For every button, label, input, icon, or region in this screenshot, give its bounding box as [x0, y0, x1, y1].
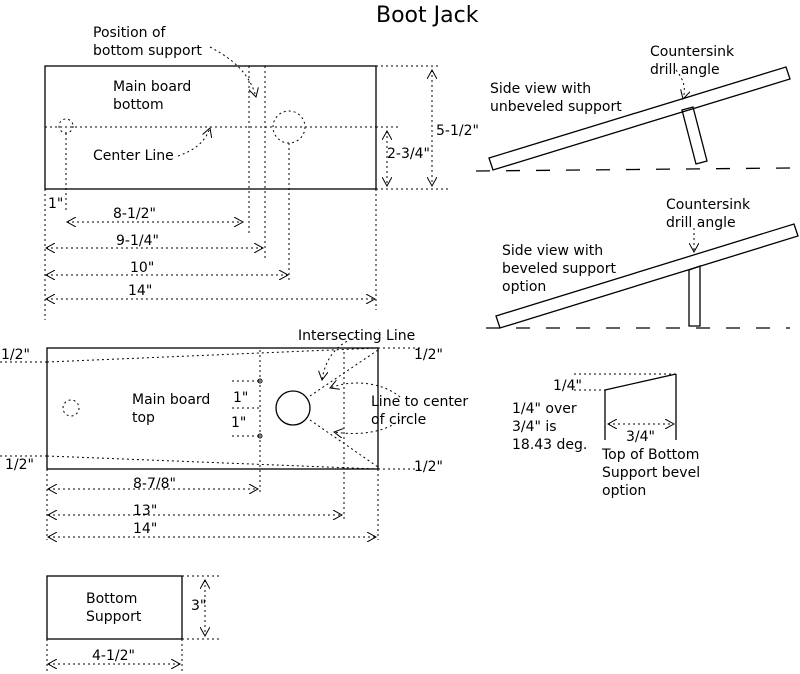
- drawing-title: Boot Jack: [376, 3, 479, 28]
- intersecting-line-label: Intersecting Line: [298, 328, 415, 344]
- line-to-center-label-2: of circle: [371, 412, 426, 428]
- heel-hole-bottom: [272, 110, 306, 144]
- half-inch-bottom-right: 1/2": [414, 459, 443, 475]
- beveled-countersink-1: Countersink: [666, 197, 751, 213]
- bevel-caption-3: option: [602, 483, 646, 499]
- beveled-label-1: Side view with: [502, 243, 603, 259]
- dim-center-2-3-4: 2-3/4": [387, 146, 430, 162]
- board-top-label-2: top: [132, 410, 155, 426]
- bevel-caption-2: Support bevel: [602, 465, 700, 481]
- beveled-support: [688, 265, 701, 327]
- bottom-support-label-1: Bottom: [86, 591, 137, 607]
- dim-1-inch-upper: 1": [233, 390, 248, 406]
- unbeveled-support: [681, 106, 708, 165]
- dim-13: 13": [133, 503, 157, 519]
- main-board-top-view: Intersecting Line Main board top Line to…: [0, 328, 468, 540]
- board-bottom-label-1: Main board: [113, 79, 191, 95]
- dim-14-bottom: 14": [128, 283, 152, 299]
- board-bottom-label-2: bottom: [113, 97, 164, 113]
- position-label-1: Position of: [93, 25, 167, 41]
- heel-hole-top: [275, 390, 311, 426]
- center-line-label: Center Line: [93, 148, 174, 164]
- unbeveled-floor-line: [475, 167, 791, 172]
- dim-height-5-1-2: 5-1/2": [436, 123, 479, 139]
- dim-10: 10": [130, 260, 154, 276]
- beveled-label-2: beveled support: [502, 261, 617, 277]
- side-view-beveled: Countersink drill angle Side view with b…: [486, 197, 799, 329]
- bevel-detail: 1/4" 3/4" 1/4" over 3/4" is 18.43 deg. T…: [512, 373, 700, 499]
- bevel-dim-three-quarter: 3/4": [626, 429, 655, 445]
- dim-support-width: 4-1/2": [92, 648, 135, 664]
- bottom-support-outline: [46, 575, 183, 640]
- dim-14-top: 14": [133, 521, 157, 537]
- board-top-label-1: Main board: [132, 392, 210, 408]
- dim-1-inch: 1": [48, 196, 63, 212]
- unbeveled-countersink-2: drill angle: [650, 62, 720, 78]
- beveled-countersink-2: drill angle: [666, 215, 736, 231]
- position-label-2: bottom support: [93, 43, 202, 59]
- half-inch-top-right: 1/2": [414, 347, 443, 363]
- bevel-note-2: 3/4" is: [512, 419, 557, 435]
- unbeveled-label-2: unbeveled support: [490, 99, 622, 115]
- small-hole-bottom: [58, 118, 74, 134]
- bevel-note-3: 18.43 deg.: [512, 437, 587, 453]
- unbeveled-countersink-1: Countersink: [650, 44, 735, 60]
- half-inch-top-left: 1/2": [1, 347, 30, 363]
- half-inch-bottom-left: 1/2": [5, 457, 34, 473]
- bevel-dim-quarter: 1/4": [553, 378, 582, 394]
- bottom-support-label-2: Support: [86, 609, 142, 625]
- dim-support-height: 3": [191, 598, 206, 614]
- beveled-board: [495, 223, 799, 329]
- dim-1-inch-lower: 1": [231, 415, 246, 431]
- main-board-bottom-view: Position of bottom support Main board bo…: [44, 25, 479, 320]
- unbeveled-label-1: Side view with: [490, 81, 591, 97]
- side-view-unbeveled: Countersink drill angle Side view with u…: [475, 44, 791, 172]
- small-hole-top: [62, 399, 80, 417]
- main-board-top-outline: [46, 347, 379, 470]
- bevel-caption-1: Top of Bottom: [601, 447, 699, 463]
- dim-8-7-8: 8-7/8": [133, 476, 176, 492]
- line-to-center-label-1: Line to center: [371, 394, 468, 410]
- dim-9-1-4: 9-1/4": [116, 233, 159, 249]
- beveled-label-3: option: [502, 279, 546, 295]
- bottom-support-view: Bottom Support 3" 4-1/2": [46, 575, 222, 672]
- bevel-note-1: 1/4" over: [512, 401, 577, 417]
- dim-8-1-2: 8-1/2": [113, 206, 156, 222]
